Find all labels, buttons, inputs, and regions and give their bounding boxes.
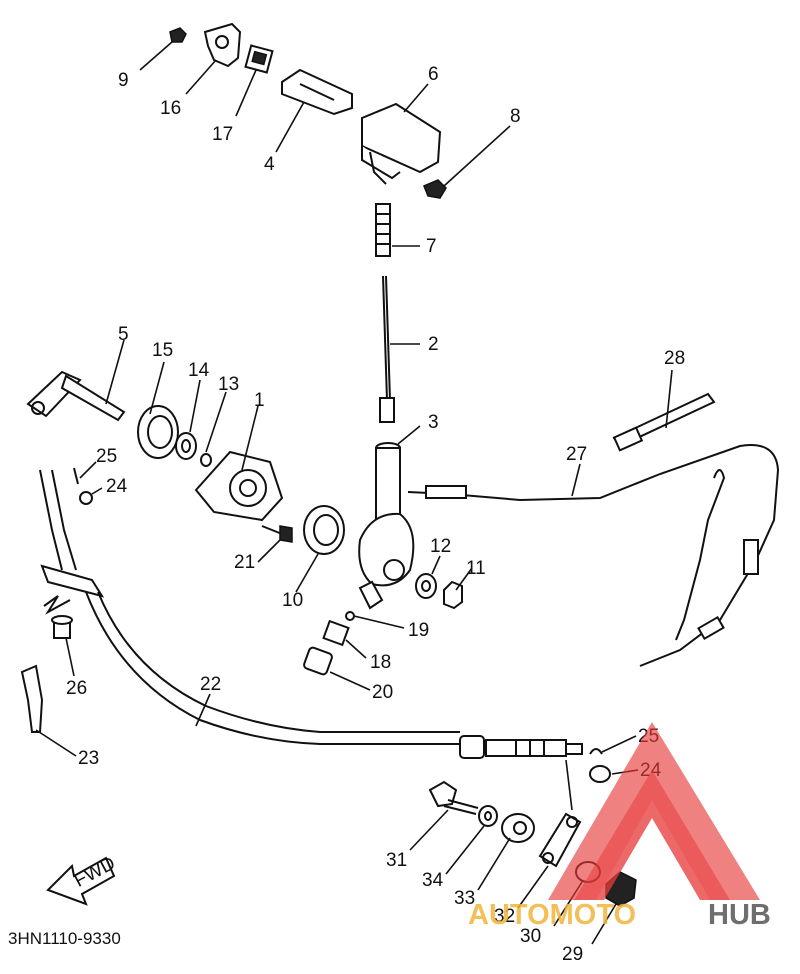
label-14: 14 — [188, 360, 210, 381]
part-18-spring — [322, 619, 350, 647]
label-21: 21 — [234, 552, 255, 573]
part-3-housing — [358, 442, 415, 610]
part-16-bracket — [203, 22, 242, 68]
label-6: 6 — [428, 64, 439, 85]
part-5-lever — [26, 370, 126, 422]
label-17: 17 — [212, 124, 233, 145]
watermark-text-secondary: HUB — [708, 899, 771, 931]
label-31: 31 — [386, 850, 407, 871]
part-27-cable — [407, 444, 780, 667]
part-22-cable — [39, 469, 583, 759]
part-24b-clip — [589, 765, 611, 783]
drawing-code: 3HN1110-9330 — [8, 929, 121, 948]
part-14-washer — [175, 432, 197, 460]
part-17-grommet — [244, 44, 274, 74]
label-33: 33 — [454, 888, 475, 909]
part-1-gear-housing — [194, 450, 284, 522]
label-24a: 24 — [106, 476, 128, 497]
label-26: 26 — [66, 678, 87, 699]
part-13-ring — [200, 453, 212, 467]
label-9: 9 — [118, 70, 129, 91]
part-7-spring — [375, 203, 391, 257]
label-10: 10 — [282, 590, 303, 611]
fwd-arrow-icon: FWD — [46, 853, 119, 906]
label-27: 27 — [566, 444, 587, 465]
part-25b-pin — [589, 748, 603, 755]
label-4: 4 — [264, 154, 275, 175]
label-18: 18 — [370, 652, 391, 673]
label-13: 13 — [218, 374, 239, 395]
watermark-text-primary: AUTOMOTO — [468, 899, 636, 931]
part-8-screw — [423, 179, 447, 199]
label-19: 19 — [408, 620, 429, 641]
label-8: 8 — [510, 106, 521, 127]
part-2-rod — [379, 275, 395, 423]
part-9-bolt — [169, 27, 187, 43]
label-23: 23 — [78, 748, 99, 769]
label-28: 28 — [664, 348, 685, 369]
part-6-cover — [361, 102, 442, 185]
part-28-cable-tie — [612, 392, 716, 452]
label-5: 5 — [118, 324, 129, 345]
label-1: 1 — [254, 390, 265, 411]
label-15: 15 — [152, 340, 173, 361]
label-34: 34 — [422, 870, 444, 891]
watermark-logo: AUTOMOTO HUB — [468, 722, 771, 931]
label-16: 16 — [160, 98, 181, 119]
z-mark — [43, 595, 71, 615]
part-25a-pin — [73, 467, 79, 485]
part-34-washer — [478, 805, 498, 827]
leader-lines — [35, 41, 673, 945]
part-31-bolt — [428, 780, 479, 815]
part-19-ball — [345, 611, 355, 621]
part-33-bushing — [501, 813, 535, 843]
label-7: 7 — [426, 236, 437, 257]
part-26-bolt — [51, 615, 73, 639]
part-23-clip — [20, 664, 44, 733]
label-25a: 25 — [96, 446, 117, 467]
part-10-seal — [303, 505, 345, 555]
part-32-arm — [538, 812, 582, 868]
label-22: 22 — [200, 674, 221, 695]
label-20: 20 — [372, 682, 393, 703]
part-15-bearing — [137, 405, 179, 459]
part-20-cap — [303, 646, 333, 676]
part-4-block — [281, 68, 353, 116]
label-12: 12 — [430, 536, 451, 557]
label-32: 32 — [494, 906, 515, 927]
label-30: 30 — [520, 926, 541, 947]
label-29: 29 — [562, 944, 583, 965]
label-3: 3 — [428, 412, 439, 433]
part-24a-clip — [79, 491, 93, 505]
part-21-screw — [261, 525, 293, 543]
part-12-washer — [415, 573, 437, 599]
label-11: 11 — [466, 558, 486, 579]
label-2: 2 — [428, 334, 439, 355]
